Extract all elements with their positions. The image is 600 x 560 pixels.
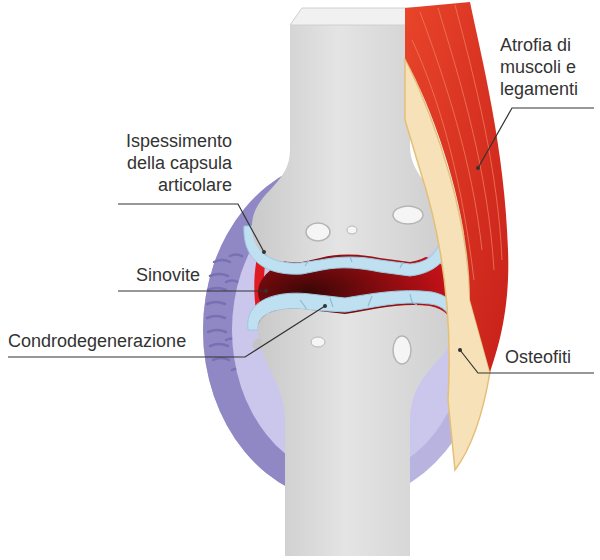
leader-dot [476, 166, 480, 170]
muscle-fibres [412, 5, 502, 280]
leader-dot [458, 348, 462, 352]
femur-cut [290, 8, 420, 25]
tibia [258, 305, 453, 556]
muscle [405, 2, 508, 372]
leader-line [8, 306, 325, 357]
bone-cavity [393, 336, 411, 364]
part-label: Sinovite [80, 264, 200, 286]
leader-dot [264, 289, 268, 293]
leader-dot [323, 304, 327, 308]
leader-lines [8, 108, 594, 373]
part-label: Osteofiti [505, 346, 595, 368]
part-label: Ispessimento della capsula articolare [92, 130, 232, 196]
bone-cavity [306, 223, 330, 241]
part-label: Atrofia di muscoli e legamenti [500, 34, 594, 100]
bone-cavity [393, 206, 423, 224]
bone-cavity [311, 337, 325, 347]
cartilage-cracks [300, 257, 417, 313]
leader-line [118, 204, 264, 252]
part-label: Condrodegenerazione [8, 330, 248, 352]
bone-cavity [347, 226, 357, 234]
leader-line [478, 108, 594, 168]
leader-line [118, 290, 266, 291]
leader-dot [262, 250, 266, 254]
